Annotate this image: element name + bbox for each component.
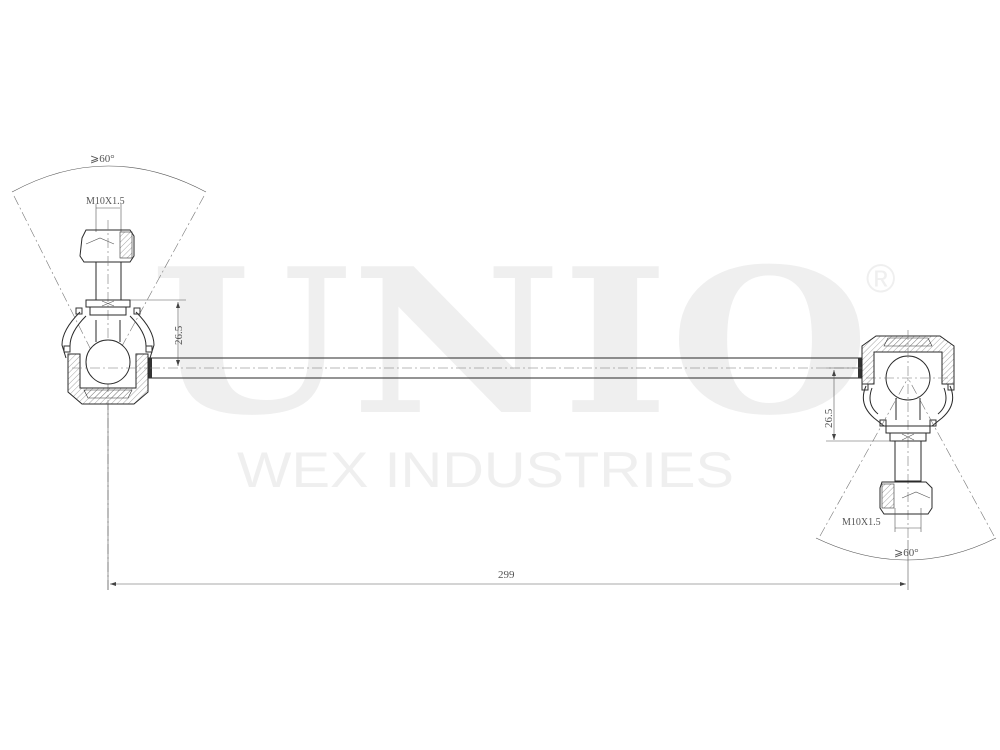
left-angle-arc: [11, 165, 207, 193]
right-offset-label: 26.5: [823, 408, 835, 428]
overall-length-label: 299: [498, 569, 515, 581]
watermark-subtitle: WEX INDUSTRIES: [237, 442, 734, 498]
watermark-brand: UNIO: [150, 225, 870, 460]
left-thread-label: M10X1.5: [86, 196, 125, 207]
watermark: UNIO ® WEX INDUSTRIES: [150, 225, 895, 498]
right-angle-label: ⩾60°: [894, 547, 919, 559]
right-angle-arc: [815, 537, 997, 561]
left-offset-label: 26.5: [173, 325, 185, 345]
overall-length-dimension: 299: [107, 404, 909, 590]
watermark-registered-mark: ®: [866, 257, 895, 301]
right-thread-label: M10X1.5: [842, 517, 881, 528]
left-ball-joint: ⩾60° M10X1.5 26.5: [11, 153, 207, 590]
left-angle-label: ⩾60°: [90, 153, 115, 165]
right-ball-joint: M10X1.5 ⩾60° 26.5: [815, 330, 997, 561]
